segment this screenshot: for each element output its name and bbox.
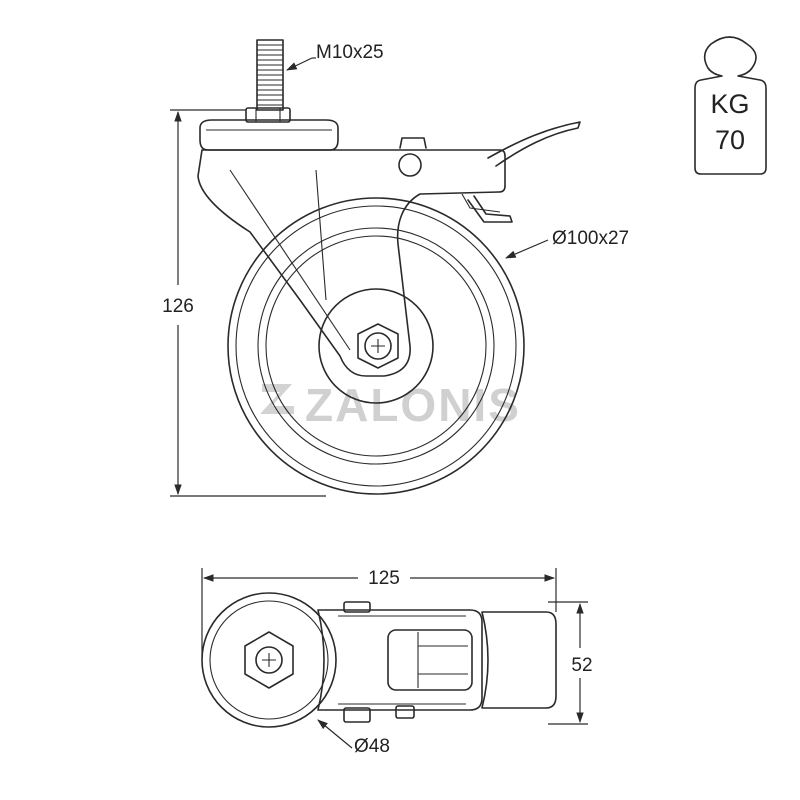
wheel-label: Ø100x27 [552, 228, 629, 249]
height-dimension: 126 [162, 109, 326, 497]
thread-label: M10x25 [316, 42, 384, 63]
width-dimension: 52 [548, 601, 593, 725]
length-dimension: 125 [201, 568, 557, 658]
wheel [227, 197, 525, 495]
wheel-leader: Ø100x27 [505, 228, 629, 259]
fork [197, 149, 506, 377]
brake-lever [399, 121, 581, 223]
hub-disc [201, 592, 337, 728]
threaded-stem [256, 39, 284, 111]
height-label: 126 [162, 296, 194, 317]
length-label: 125 [368, 568, 400, 589]
load-value: 70 [715, 125, 745, 155]
thread-leader: M10x25 [286, 42, 384, 71]
top-body [317, 601, 483, 723]
top-view: 125 52 Ø48 [201, 568, 593, 757]
watermark-logo: ZALONIS [260, 379, 521, 431]
load-unit: KG [710, 89, 749, 119]
top-pedal [481, 611, 557, 709]
width-label: 52 [571, 655, 592, 676]
watermark-text: ZALONIS [305, 379, 521, 431]
weight-icon: KG 70 [694, 36, 767, 175]
side-view: 126 M10x25 Ø100x27 [162, 39, 629, 497]
axle-nut [357, 323, 399, 369]
hub-leader: Ø48 [317, 719, 390, 757]
swivel-plate [199, 107, 339, 151]
hub-label: Ø48 [354, 736, 390, 757]
